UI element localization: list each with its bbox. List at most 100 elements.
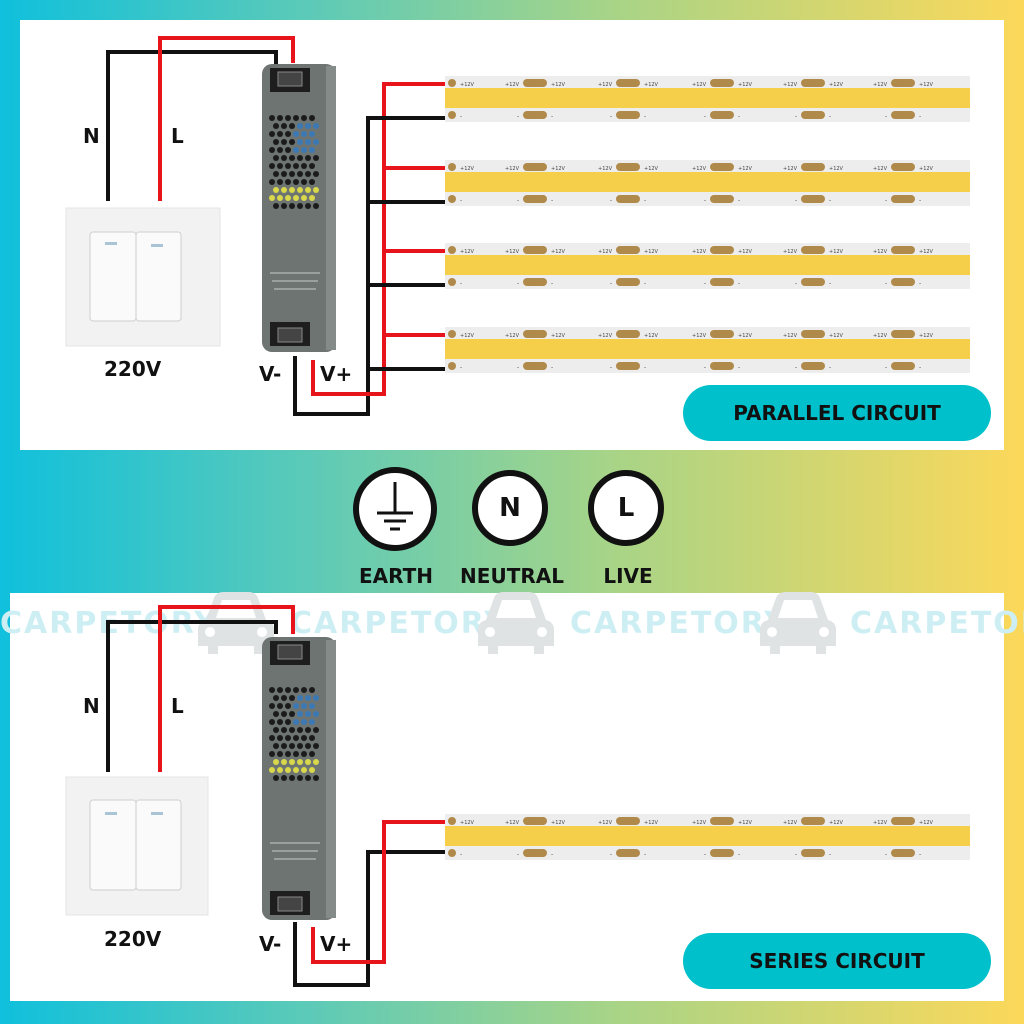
solder-pad [710, 246, 734, 254]
neutral-wire [106, 50, 278, 201]
strip-negative-mark: - [738, 851, 740, 858]
strip-negative-mark: - [885, 113, 887, 120]
strip-negative-mark: - [885, 364, 887, 371]
strip-negative-mark: - [610, 851, 612, 858]
strip-negative-mark: - [829, 851, 831, 858]
strip-negative-mark: - [644, 113, 646, 120]
solder-pad [891, 362, 915, 370]
live-symbol-icon: L [588, 470, 664, 546]
solder-pad [891, 195, 915, 203]
strip-negative-mark: - [610, 197, 612, 204]
solder-pad [891, 849, 915, 857]
wall-switch [65, 776, 209, 916]
strip-positive-mark: +12V [738, 166, 753, 172]
strip-positive-mark: +12V [919, 166, 934, 172]
strip-negative-mark: - [460, 851, 462, 858]
strip-negative-mark: - [460, 197, 462, 204]
psu-positive-label: V+ [320, 362, 353, 386]
solder-pad [891, 278, 915, 286]
strip-positive-mark: +12V [829, 166, 844, 172]
strip-positive-mark: +12V [919, 333, 934, 339]
solder-pad [710, 362, 734, 370]
live-label: LIVE [603, 564, 653, 588]
strip-negative-mark: - [829, 280, 831, 287]
solder-pad [710, 195, 734, 203]
solder-pad [801, 111, 825, 119]
strip-positive-mark: +12V [692, 249, 707, 255]
strip-positive-mark: +12V [551, 333, 566, 339]
psu-negative-label: V- [259, 932, 282, 956]
strip-negative-mark: - [919, 280, 921, 287]
solder-pad [523, 330, 547, 338]
strip-negative-mark: - [551, 197, 553, 204]
solder-pad [448, 163, 456, 171]
solder-pad [891, 111, 915, 119]
solder-pad [523, 246, 547, 254]
strip-positive-mark: +12V [783, 166, 798, 172]
solder-pad [616, 79, 640, 87]
strip-positive-mark: +12V [644, 820, 659, 826]
strip-positive-mark: +12V [460, 820, 475, 826]
strip-positive-mark: +12V [873, 166, 888, 172]
strip-positive-mark: +12V [598, 249, 613, 255]
strip-negative-mark: - [610, 113, 612, 120]
strip-positive-mark: +12V [919, 820, 934, 826]
strip-positive-mark: +12V [829, 249, 844, 255]
neutral-wire [106, 620, 278, 772]
psu-positive-label: V+ [320, 932, 353, 956]
solder-pad [448, 111, 456, 119]
solder-pad [523, 111, 547, 119]
strip-positive-mark: +12V [783, 333, 798, 339]
strip-positive-mark: +12V [460, 82, 475, 88]
strip-negative-mark: - [919, 851, 921, 858]
strip-positive-mark: +12V [919, 82, 934, 88]
strip-negative-mark: - [551, 851, 553, 858]
strip-positive-mark: +12V [873, 333, 888, 339]
strip-negative-mark: - [517, 280, 519, 287]
solder-pad [523, 362, 547, 370]
strip-negative-mark: - [517, 364, 519, 371]
strip-negative-mark: - [738, 113, 740, 120]
strip-negative-mark: - [610, 280, 612, 287]
solder-pad [616, 362, 640, 370]
solder-pad [891, 79, 915, 87]
solder-pad [710, 79, 734, 87]
solder-pad [616, 246, 640, 254]
power-supply [262, 64, 336, 352]
strip-positive-mark: +12V [598, 333, 613, 339]
live-wire [158, 605, 295, 772]
strip-positive-mark: +12V [644, 166, 659, 172]
strip-positive-mark: +12V [783, 249, 798, 255]
solder-pad [801, 246, 825, 254]
strip-negative-mark: - [738, 364, 740, 371]
solder-pad [801, 163, 825, 171]
negative-wire [293, 850, 445, 987]
strip-positive-mark: +12V [783, 820, 798, 826]
strip-negative-mark: - [919, 113, 921, 120]
solder-pad [448, 195, 456, 203]
strip-positive-mark: +12V [738, 820, 753, 826]
solder-pad [448, 330, 456, 338]
solder-pad [616, 111, 640, 119]
strip-negative-mark: - [610, 364, 612, 371]
strip-positive-mark: +12V [644, 333, 659, 339]
car-watermark-icon [760, 592, 836, 654]
strip-positive-mark: +12V [783, 82, 798, 88]
live-wire-label: L [171, 124, 184, 148]
positive-bus-wire [311, 84, 386, 396]
strip-negative-mark: - [704, 197, 706, 204]
strip-positive-mark: +12V [692, 166, 707, 172]
strip-positive-mark: +12V [829, 820, 844, 826]
solder-pad [616, 195, 640, 203]
strip-negative-mark: - [551, 113, 553, 120]
solder-pad [891, 246, 915, 254]
solder-pad [710, 849, 734, 857]
solder-pad [891, 817, 915, 825]
strip-negative-mark: - [795, 851, 797, 858]
strip-positive-mark: +12V [598, 166, 613, 172]
solder-pad [616, 278, 640, 286]
strip-positive-mark: +12V [551, 82, 566, 88]
solder-pad [710, 163, 734, 171]
strip-positive-mark: +12V [919, 249, 934, 255]
solder-pad [616, 330, 640, 338]
